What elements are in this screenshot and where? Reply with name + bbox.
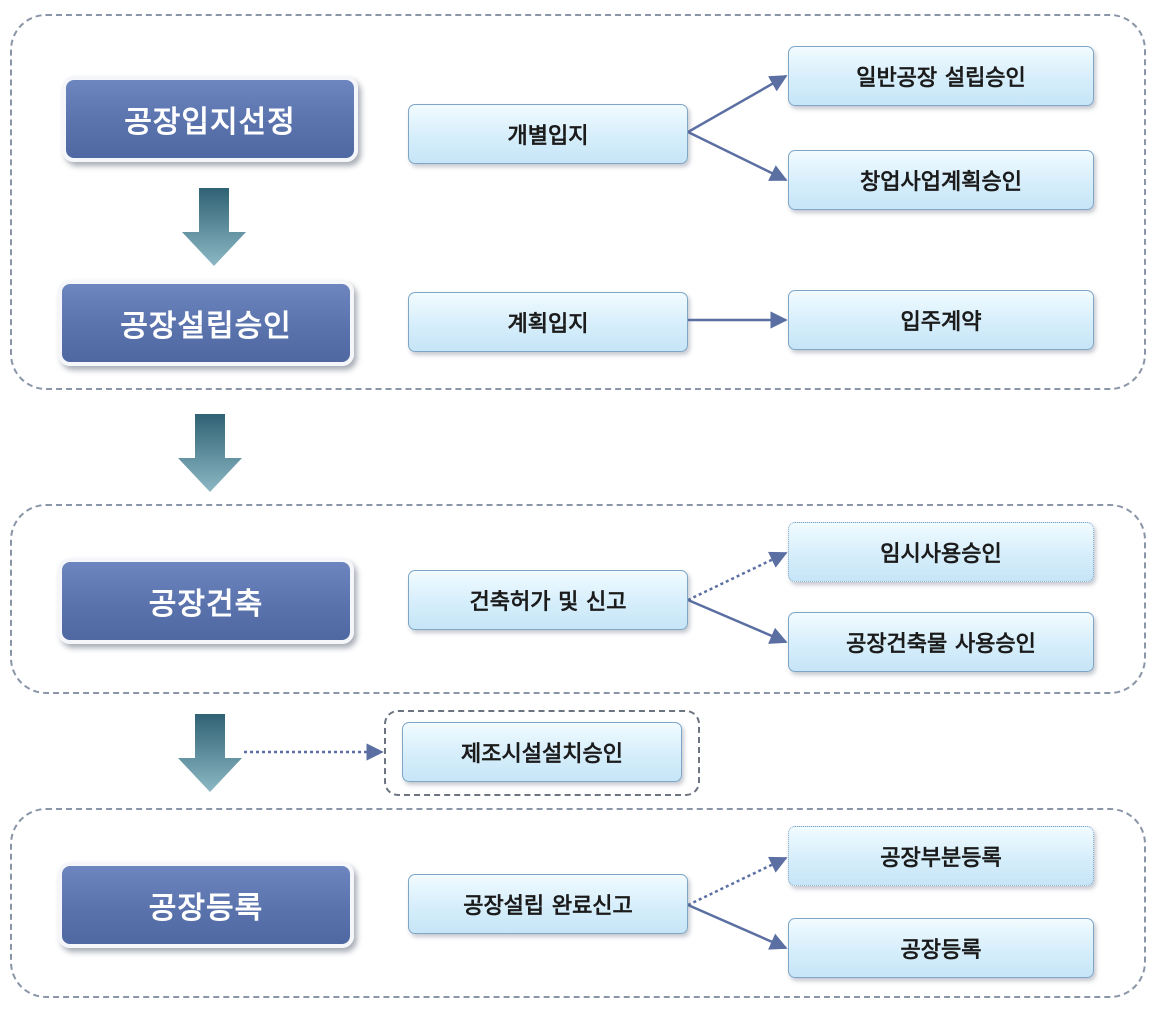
facility-approval-group bbox=[384, 710, 700, 796]
down-arrow-icon bbox=[182, 188, 246, 266]
connector-completion-to-partial bbox=[687, 856, 788, 907]
box-building-permit: 건축허가 및 신고 bbox=[408, 570, 688, 630]
stage-site-selection: 공장입지선정 bbox=[62, 76, 358, 162]
box-individual-site: 개별입지 bbox=[408, 104, 688, 164]
down-arrow-icon bbox=[178, 414, 242, 492]
box-planned-site: 계획입지 bbox=[408, 292, 688, 352]
stage-establishment-approval: 공장설립승인 bbox=[58, 280, 354, 366]
box-general-factory-approval: 일반공장 설립승인 bbox=[788, 46, 1094, 106]
stage-registration: 공장등록 bbox=[58, 862, 354, 948]
connector-permit-to-building-use bbox=[687, 598, 788, 644]
connector-individual-to-general bbox=[687, 74, 788, 134]
box-temporary-use-approval: 임시사용승인 bbox=[788, 522, 1094, 582]
connector-permit-to-temporary bbox=[687, 551, 788, 602]
box-building-use-approval: 공장건축물 사용승인 bbox=[788, 612, 1094, 672]
stage-construction: 공장건축 bbox=[58, 558, 354, 644]
box-completion-report: 공장설립 완료신고 bbox=[408, 874, 688, 934]
construction-group bbox=[10, 504, 1146, 694]
site-selection-group bbox=[10, 14, 1146, 390]
connector-individual-to-startup bbox=[687, 130, 788, 182]
box-partial-registration: 공장부분등록 bbox=[788, 826, 1094, 886]
box-manufacturing-facility-approval: 제조시설설치승인 bbox=[402, 722, 682, 782]
box-startup-plan-approval: 창업사업계획승인 bbox=[788, 150, 1094, 210]
connector-completion-to-registration bbox=[687, 903, 788, 950]
box-factory-registration: 공장등록 bbox=[788, 918, 1094, 978]
box-tenant-contract: 입주계약 bbox=[788, 290, 1094, 350]
registration-group bbox=[10, 808, 1146, 998]
down-arrow-icon bbox=[178, 714, 242, 792]
